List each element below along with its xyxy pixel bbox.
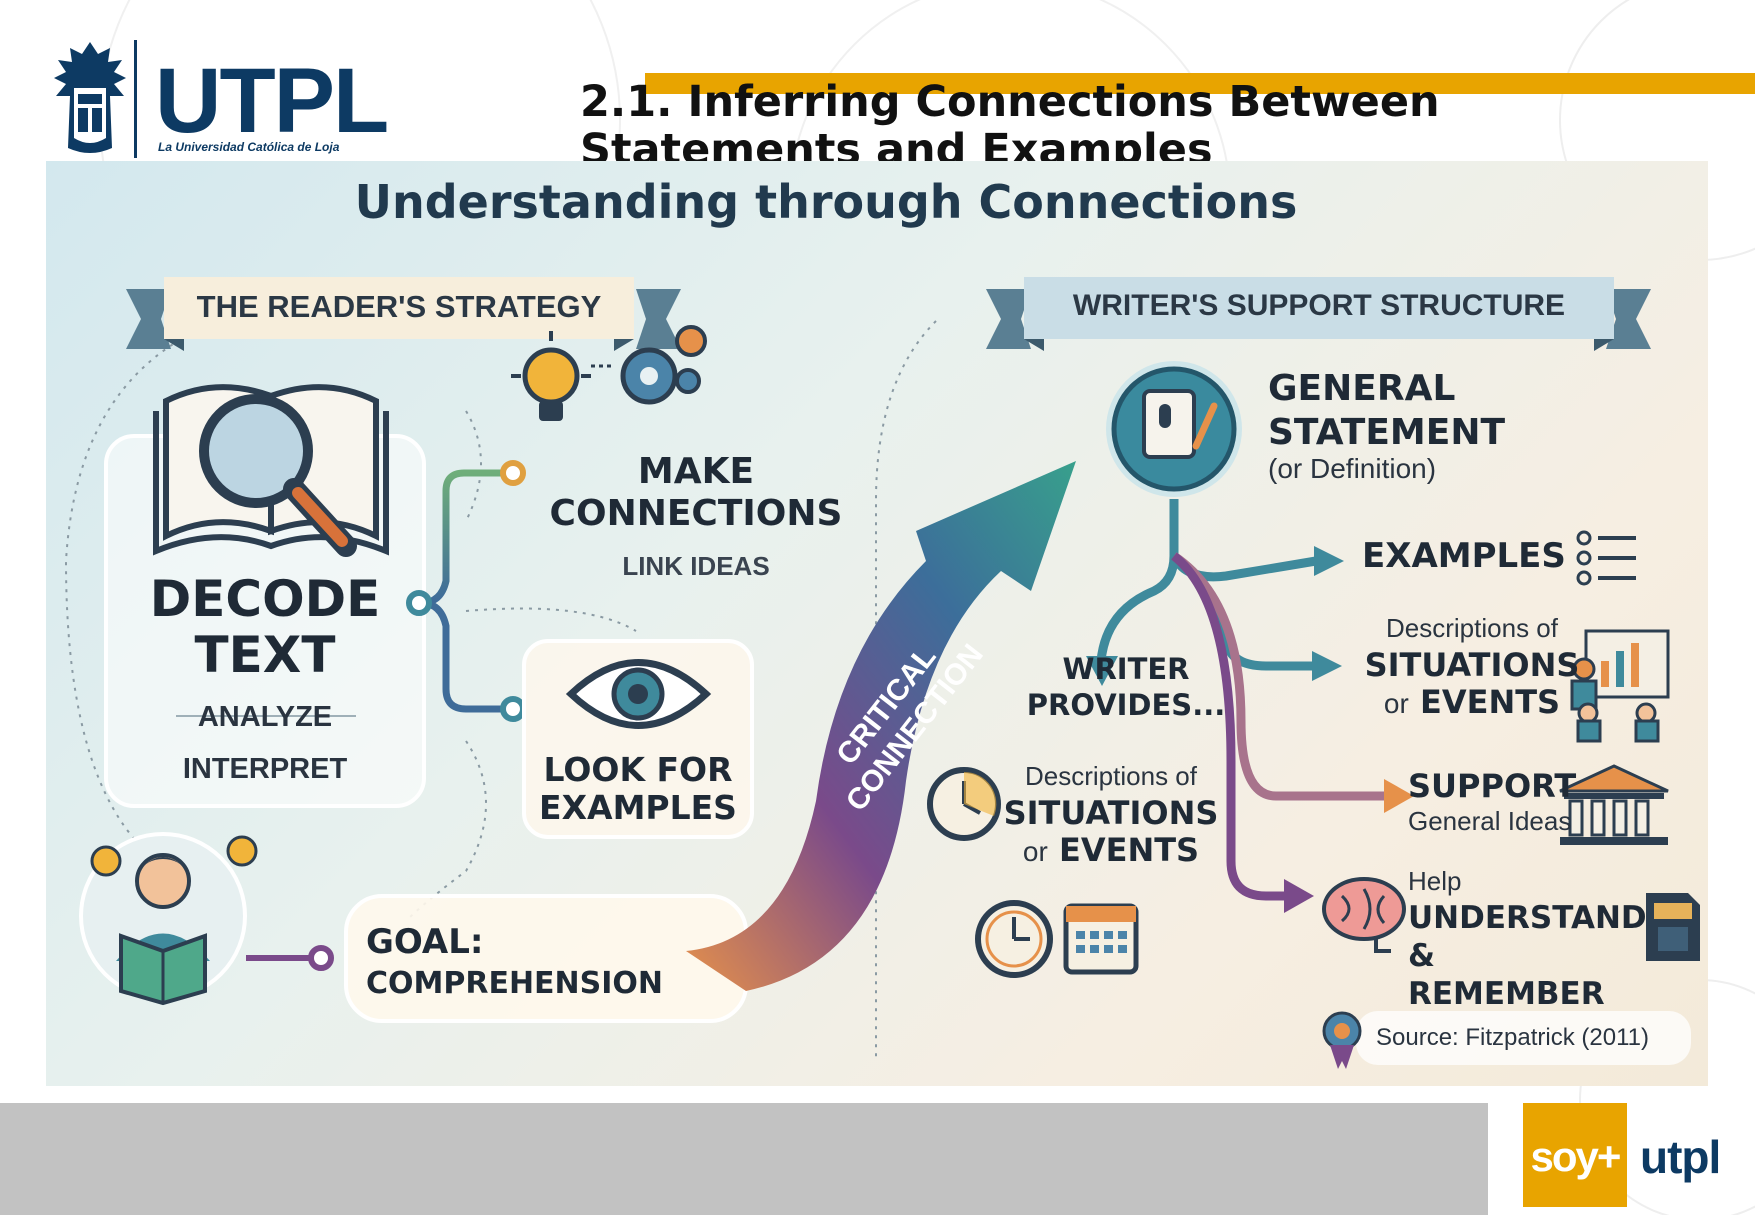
descriptions-of-label-1: Descriptions of	[1386, 613, 1558, 643]
examples-label: EXAMPLES	[1362, 536, 1566, 576]
footer-utpl-text: utpl	[1640, 1131, 1721, 1183]
title-accent-bar	[645, 73, 1755, 94]
brain-icon	[1322, 877, 1406, 953]
understand-remember-label: UNDERSTAND & REMEMBER	[1408, 900, 1647, 1012]
descriptions-of-label-2: Descriptions of	[1025, 761, 1197, 791]
interpret-label: INTERPRET	[182, 753, 348, 785]
list-icon	[1576, 530, 1636, 586]
reader-ribbon-shape	[126, 277, 681, 351]
person-reading-icon	[79, 832, 258, 1006]
logo-divider	[134, 40, 137, 158]
look-for-examples-label: LOOK FOR EXAMPLES	[539, 750, 737, 827]
microphone-book-icon	[1106, 361, 1242, 497]
alarm-clock-icon	[975, 900, 1053, 978]
general-statement-label: GENERAL STATEMENT	[1268, 368, 1506, 453]
infographic-title: Understanding through Connections	[354, 175, 1298, 229]
lightbulb-gears-icon	[511, 325, 707, 421]
utpl-logo	[40, 38, 380, 158]
situations-label-1: SITUATIONS	[1364, 646, 1580, 684]
support-label: SUPPORT	[1408, 767, 1577, 805]
soy-plus-text: soy+	[1530, 1133, 1622, 1180]
infographic-graphics	[64, 277, 1700, 1069]
clock-icon	[927, 767, 1001, 841]
memory-card-icon	[1646, 893, 1700, 961]
make-connections-label: MAKE CONNECTIONS	[549, 451, 843, 534]
institution-columns-icon	[1559, 764, 1669, 845]
help-label: Help	[1408, 866, 1462, 896]
general-ideas-label: General Ideas	[1408, 806, 1572, 836]
soy-plus-badge	[1523, 1103, 1627, 1207]
or-events-label-2: or EVENTS	[1022, 831, 1200, 869]
situations-label-2: SITUATIONS	[1003, 794, 1219, 832]
footer-bar	[0, 1103, 1488, 1215]
writer-provides-label: WRITER PROVIDES...	[1026, 652, 1226, 722]
link-ideas-label: LINK IDEAS	[622, 551, 770, 581]
or-definition-label: (or Definition)	[1268, 453, 1437, 484]
presentation-icon	[1570, 629, 1670, 743]
university-crest-icon	[54, 42, 126, 153]
book-magnifier-icon	[153, 384, 389, 557]
logo-wordmark: UTPL	[155, 50, 389, 152]
or-events-label-1: or EVENTS	[1383, 683, 1561, 721]
calendar-icon	[1063, 903, 1139, 975]
infographic: Understanding through Connections THE RE…	[46, 161, 1708, 1086]
award-ribbon-icon	[1322, 1011, 1362, 1069]
decode-label: DECODE TEXT	[149, 570, 381, 684]
analyze-label: ANALYZE	[197, 701, 333, 733]
writer-ribbon-shape	[986, 277, 1651, 351]
goal-comprehension-label: GOAL: COMPREHENSION	[366, 922, 664, 1001]
eye-icon	[565, 659, 712, 729]
writer-support-ribbon: WRITER'S SUPPORT STRUCTURE	[1072, 289, 1566, 322]
source-citation: Source: Fitzpatrick (2011)	[1376, 1024, 1649, 1051]
critical-connection-arrow	[686, 461, 1076, 991]
reader-strategy-ribbon: THE READER'S STRATEGY	[196, 289, 602, 324]
logo-tagline: La Universidad Católica de Loja	[158, 140, 340, 154]
slide-title: 2.1. Inferring Connections Between State…	[580, 78, 1440, 162]
